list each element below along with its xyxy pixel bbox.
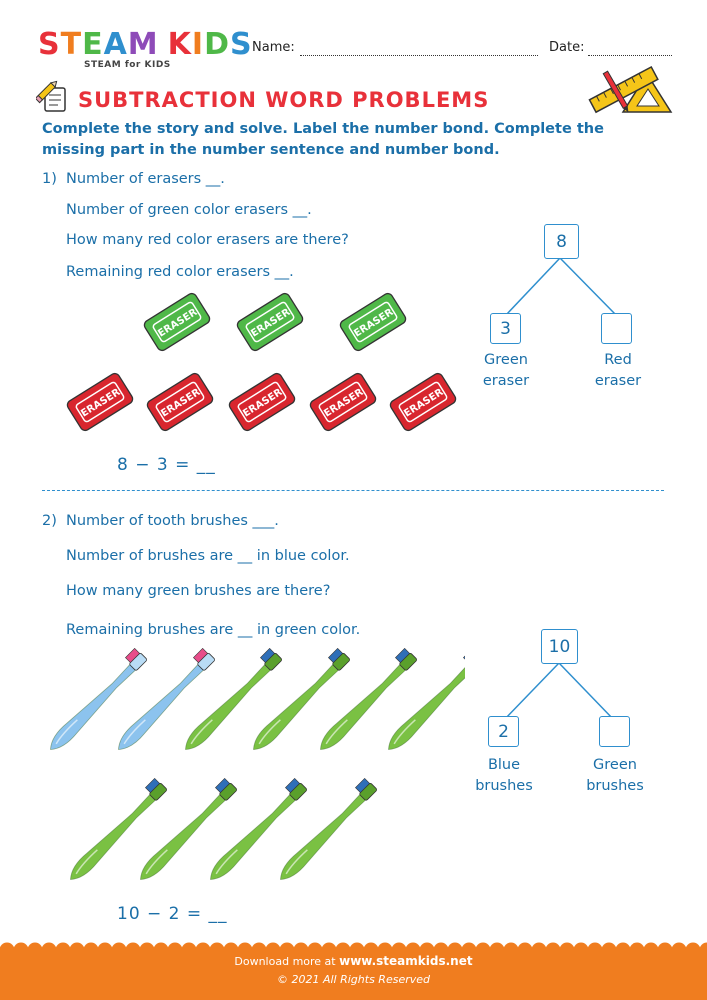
page-title: SUBTRACTION WORD PROBLEMS: [78, 88, 490, 112]
green-toothbrush: [320, 648, 417, 750]
green-toothbrush: [70, 777, 167, 880]
bond-missing-part-box[interactable]: [599, 716, 630, 747]
bond-label-line: brushes: [475, 778, 533, 794]
bond-label-line: Blue: [487, 757, 521, 773]
date-label: Date:: [549, 40, 585, 55]
name-field-line[interactable]: [300, 54, 538, 56]
bond-part-box: 2: [488, 716, 519, 747]
green-toothbrush: [388, 648, 465, 750]
green-toothbrush: [185, 648, 282, 750]
bond-part-label: Red eraser: [582, 350, 654, 392]
number-bond-lines: [503, 662, 615, 721]
problem1-line: Number of green color erasers __.: [66, 202, 312, 218]
problem1-equation: 8 − 3 = __: [117, 455, 216, 475]
logo-letter: D: [204, 27, 230, 62]
logo-letter: S: [229, 27, 253, 62]
problem1-line: Number of erasers __.: [66, 171, 225, 187]
red-eraser: ERASER: [228, 372, 296, 432]
problem1-line: Remaining red color erasers __.: [66, 264, 294, 280]
bond-label-line: Green: [593, 757, 637, 773]
logo-letter: S: [38, 27, 61, 62]
bond-whole-box: 8: [544, 224, 579, 259]
footer-site-link[interactable]: www.steamkids.net: [339, 954, 473, 968]
footer-download-text: Download more at: [234, 955, 340, 968]
name-label: Name:: [252, 40, 295, 55]
problem2-line: How many green brushes are there?: [66, 583, 331, 599]
bond-label-line: eraser: [594, 373, 642, 389]
problem1-number: 1): [42, 171, 57, 187]
bond-label-line: brushes: [586, 778, 644, 794]
bond-part-box: 3: [490, 313, 521, 344]
red-eraser: ERASER: [309, 372, 377, 432]
problem1-line: How many red color erasers are there?: [66, 232, 349, 248]
ruler-set-square-icon: [585, 60, 675, 115]
problem2-equation: 10 − 2 = __: [117, 904, 228, 924]
toothbrushes-illustration: [50, 648, 465, 880]
footer-bar: [0, 950, 707, 1000]
green-toothbrush: [140, 777, 237, 880]
problem2-line: Number of brushes are __ in blue color.: [66, 548, 350, 564]
problem2-line: Remaining brushes are __ in green color.: [66, 622, 361, 638]
bond-missing-part-box[interactable]: [601, 313, 632, 344]
bond-whole-box: 10: [541, 629, 578, 664]
section-divider: [42, 490, 664, 491]
bond-part-label: Green eraser: [470, 350, 542, 392]
problem2-line: Number of tooth brushes ___.: [66, 513, 279, 529]
red-eraser: ERASER: [146, 372, 214, 432]
logo-letter: M: [127, 27, 159, 62]
bond-part-label: Green brushes: [575, 755, 655, 797]
red-eraser: ERASER: [389, 372, 457, 432]
blue-toothbrush: [118, 648, 215, 750]
footer-download: Download more at www.steamkids.net: [0, 954, 707, 968]
bond-part-label: Blue brushes: [464, 755, 544, 797]
logo-letter: A: [103, 27, 128, 62]
green-eraser: ERASER: [339, 292, 407, 352]
bond-label-line: Green: [484, 352, 528, 368]
date-field-line[interactable]: [588, 54, 672, 56]
footer-copyright: © 2021 All Rights Reserved: [276, 973, 430, 986]
logo-tagline: STEAM for KIDS: [84, 60, 171, 70]
logo-letter: K: [167, 27, 192, 62]
green-toothbrush: [253, 648, 350, 750]
logo-letter: I: [191, 27, 205, 62]
logo-letter: E: [82, 27, 104, 62]
green-eraser: ERASER: [143, 292, 211, 352]
bond-label-line: Red: [604, 352, 632, 368]
logo-letter: T: [60, 27, 83, 62]
red-eraser: ERASER: [66, 372, 134, 432]
green-toothbrush: [210, 777, 307, 880]
pencil-paper-icon: [34, 80, 70, 114]
number-bond-lines: [505, 257, 617, 316]
blue-toothbrush: [50, 648, 147, 750]
green-eraser: ERASER: [236, 292, 304, 352]
instructions: Complete the story and solve. Label the …: [42, 121, 604, 158]
problem2-number: 2): [42, 513, 57, 529]
bond-label-line: eraser: [482, 373, 530, 389]
footer-scallop: [0, 942, 707, 951]
green-toothbrush: [280, 777, 377, 880]
